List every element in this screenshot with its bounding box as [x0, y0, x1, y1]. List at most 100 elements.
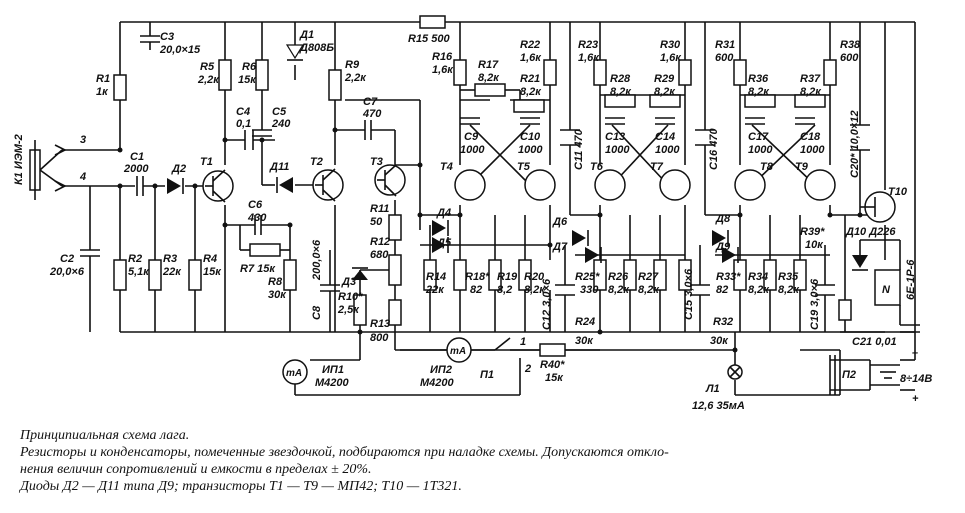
label-d4: Д4 — [436, 207, 451, 219]
label-r30: R30 — [660, 39, 681, 51]
diode-d3 — [352, 267, 368, 280]
label-r10-value: 2,5к — [337, 304, 360, 316]
label-relay: N — [882, 284, 891, 296]
resistor-r18 — [453, 259, 467, 291]
capacitor-c16 — [695, 129, 715, 146]
resistor-r4 — [188, 259, 202, 291]
label-c12: С12 3,0×6 — [541, 278, 553, 330]
diode-d5 — [432, 237, 449, 253]
label-c13-value: 1000 — [605, 144, 630, 156]
label-t1: Т1 — [200, 156, 213, 168]
label-d5: Д5 — [436, 237, 452, 249]
label-c14-value: 1000 — [655, 144, 680, 156]
transistor-t1 — [202, 169, 234, 203]
figure-caption: Принципиальная схема лага. Резисторы и к… — [20, 427, 955, 495]
label-r8-value: 30к — [268, 289, 287, 301]
label-r16-value: 1,6к — [432, 64, 454, 76]
label-r11: R11 — [370, 203, 389, 215]
resistor-r14 — [423, 259, 437, 291]
label-r28: R28 — [610, 73, 631, 85]
label-r18-value: 82 — [470, 284, 482, 296]
label-d11: Д11 — [269, 161, 289, 173]
resistor-r13 — [388, 299, 402, 326]
label-plus: + — [912, 393, 919, 405]
resistor-r31 — [733, 59, 747, 86]
label-r6: R6 — [242, 61, 257, 73]
label-c21: С21 0,01 — [852, 336, 897, 348]
label-r27-value: 8,2к — [638, 284, 660, 296]
transistor-t9 — [804, 169, 836, 201]
label-d9: Д9 — [715, 241, 731, 253]
label-c2: С2 — [60, 253, 74, 265]
label-r9: R9 — [345, 59, 360, 71]
label-r4: R4 — [203, 253, 217, 265]
label-r31-value: 600 — [715, 52, 734, 64]
label-d1: Д1 — [299, 29, 314, 41]
resistor-r12 — [388, 254, 402, 286]
label-r32: R32 — [713, 316, 733, 328]
label-r26: R26 — [608, 271, 629, 283]
label-r19: R19 — [497, 271, 518, 283]
label-ip2-value: М4200 — [420, 377, 455, 389]
label-r17: R17 — [478, 59, 499, 71]
transistor-t10 — [860, 191, 896, 223]
label-r18: R18* — [465, 271, 490, 283]
label-d8: Д8 — [715, 213, 731, 225]
label-r13-value: 800 — [370, 332, 389, 344]
label-c17-value: 1000 — [748, 144, 773, 156]
label-c9: С9 — [464, 131, 479, 143]
label-r20: R20 — [524, 271, 545, 283]
diode-d1 — [285, 44, 305, 61]
label-r30-value: 1,6к — [660, 52, 682, 64]
resistor-r10 — [353, 294, 367, 326]
label-r2: R2 — [128, 253, 142, 265]
label-t5: Т5 — [517, 161, 531, 173]
resistor-r25 — [593, 259, 607, 291]
label-relay-name: 6Е-1Р-6 — [905, 259, 917, 300]
label-r29: R29 — [654, 73, 675, 85]
label-r29-value: 8,2к — [654, 86, 676, 98]
resistor-r24-load — [678, 259, 692, 291]
label-t7: Т7 — [650, 161, 664, 173]
label-r17-value: 8,2к — [478, 72, 500, 84]
label-meter2-unit: mA — [450, 346, 466, 357]
transistor-t2 — [312, 168, 344, 202]
label-r40: R40* — [540, 359, 565, 371]
label-r24: R24 — [575, 316, 595, 328]
switch-p2 — [829, 355, 836, 395]
label-r22-value: 1,6к — [520, 52, 542, 64]
label-r32-value: 30к — [710, 335, 729, 347]
resistor-r40 — [539, 343, 566, 357]
capacitor-c15 — [690, 284, 710, 296]
relay-coil — [874, 269, 901, 306]
capacitor-c12 — [555, 284, 575, 296]
label-c3-value: 20,0×15 — [159, 44, 201, 56]
label-c10: С10 — [520, 131, 541, 143]
label-r20-value: 8,2к — [524, 284, 546, 296]
label-c1-value: 2000 — [123, 163, 149, 175]
diode-d9 — [722, 247, 739, 263]
capacitor-c1 — [136, 176, 144, 196]
resistor-r2 — [113, 259, 127, 291]
label-r33: R33* — [716, 271, 741, 283]
capacitor-c5 — [252, 129, 272, 137]
capacitor-c17 — [745, 117, 765, 125]
diodes — [167, 44, 868, 280]
label-r8: R8 — [268, 276, 283, 288]
label-r14: R14 — [426, 271, 446, 283]
label-r36-value: 8,2к — [748, 86, 770, 98]
label-t2: Т2 — [310, 156, 323, 168]
capacitor-c14 — [655, 117, 675, 125]
resistor-r35 — [793, 259, 807, 291]
label-c7-value: 470 — [362, 108, 382, 120]
label-r26-value: 8,2к — [608, 284, 630, 296]
label-c16: С16 470 — [708, 128, 720, 170]
label-r34-value: 8,2к — [748, 284, 770, 296]
meter-ip1 — [282, 359, 308, 385]
resistor-r9 — [328, 69, 342, 101]
label-c8: С8 — [311, 305, 323, 320]
label-p1: П1 — [480, 369, 494, 381]
label-d3: Д3 — [341, 276, 356, 288]
label-ip1: ИП1 — [322, 364, 344, 376]
resistor-r5 — [218, 59, 232, 91]
